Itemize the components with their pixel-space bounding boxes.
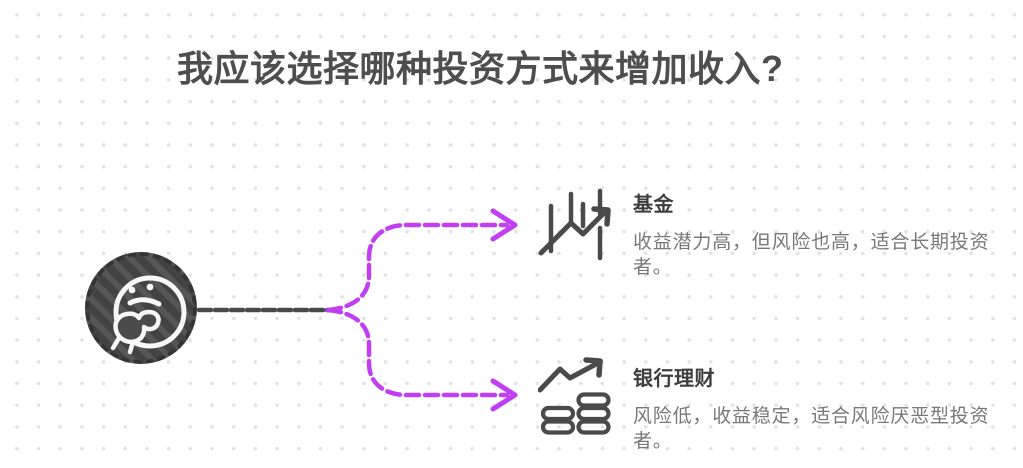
root-thinking-node [85, 252, 197, 364]
branch-bank-title: 银行理财 [633, 368, 715, 390]
branch-bank-description: 风险低，收益稳定，适合风险厌恶型投资者。 [633, 406, 990, 452]
arrow-to-bank [325, 307, 510, 398]
thinking-face-icon [110, 275, 187, 355]
branch-funds-description: 收益潜力高，但风险也高，适合长期投资者。 [633, 232, 990, 278]
coin-stack-growth-icon [537, 356, 623, 446]
branch-funds-title: 基金 [633, 194, 674, 216]
branch-connectors [197, 208, 518, 412]
diagram-title: 我应该选择哪种投资方式来增加收入? [177, 48, 784, 89]
arrowhead-bank [490, 378, 518, 412]
arrowhead-funds [490, 208, 518, 242]
arrow-to-funds [325, 222, 510, 313]
candlestick-chart-icon [538, 186, 623, 271]
